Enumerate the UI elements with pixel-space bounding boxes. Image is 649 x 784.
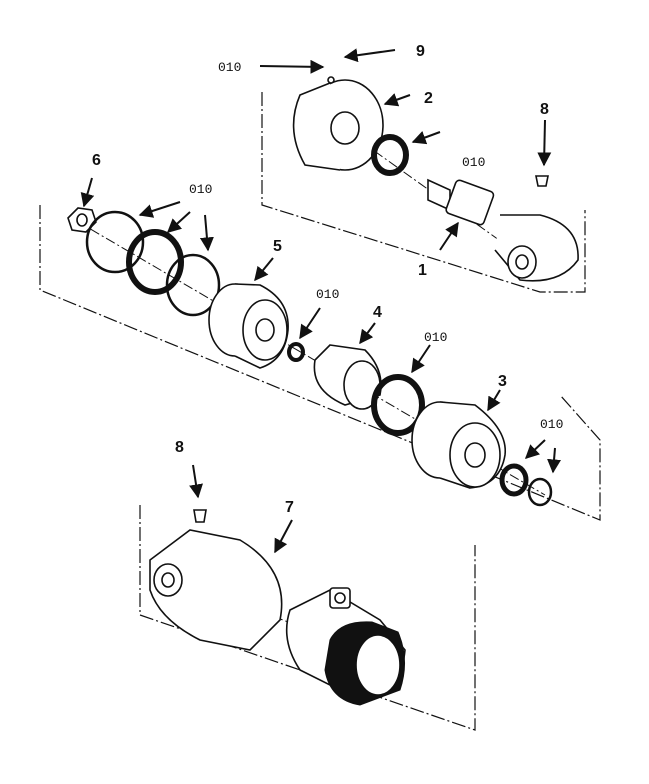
seal-label-rod-seal: 010 — [316, 287, 339, 302]
head-seal-2 — [527, 477, 553, 507]
grease-screw-9 — [327, 76, 335, 84]
grease-nipple-bottom — [193, 509, 207, 523]
gland-part — [292, 76, 384, 171]
callout-5: 5 — [273, 238, 282, 255]
callout-3: 3 — [498, 373, 507, 390]
seal-label-gland-seals: 010 — [189, 182, 212, 197]
callout-2: 2 — [424, 90, 433, 107]
backup-ring-mid — [165, 253, 221, 317]
callout-9: 9 — [416, 43, 425, 60]
seal-label-spacer-seal: 010 — [424, 330, 447, 345]
spacer-part — [313, 344, 382, 410]
callout-6: 6 — [92, 152, 101, 169]
rod-seal-ring — [287, 342, 305, 362]
piston-part — [208, 283, 289, 369]
piston-rod-part — [427, 178, 579, 282]
callout-8-top: 8 — [540, 101, 549, 118]
outline-piston-group — [39, 205, 601, 521]
outline-rod-end-group — [261, 92, 586, 293]
backup-ring-left — [85, 210, 145, 274]
callout-arrows — [80, 48, 562, 554]
seal-label-piston-rod: 010 — [462, 155, 485, 170]
oring-left — [126, 229, 184, 295]
callout-7: 7 — [285, 499, 294, 516]
head-seal-1 — [499, 463, 529, 497]
seal-label-piston-seals: 010 — [540, 417, 563, 432]
seal-label-top-left: 010 — [218, 60, 241, 75]
barrel-part — [149, 529, 406, 706]
callout-4: 4 — [373, 304, 382, 321]
grease-nipple-top — [535, 175, 549, 187]
oring-spacer — [371, 374, 425, 436]
callout-8-bottom: 8 — [175, 439, 184, 456]
callout-1: 1 — [418, 262, 427, 279]
gland-seal-ring — [371, 134, 409, 176]
head-part — [411, 401, 506, 489]
